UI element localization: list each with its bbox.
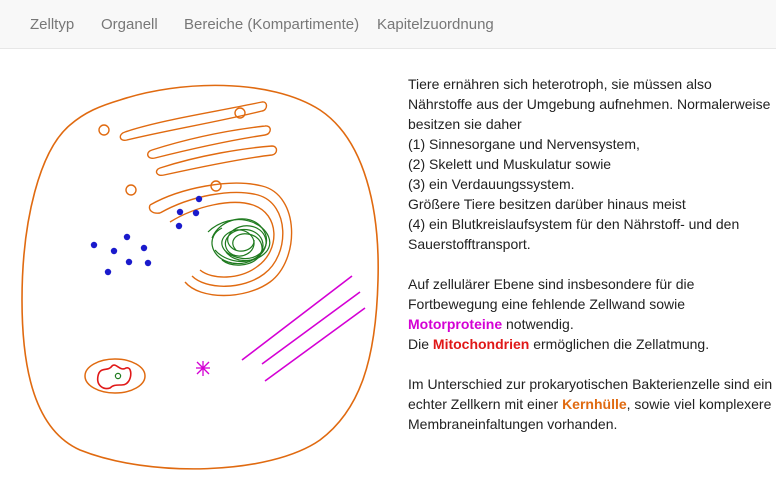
text-fragment: ermöglichen die Zellatmung.: [529, 336, 710, 352]
paragraph-prokaryote-comparison: Im Unterschied zur prokaryotischen Bakte…: [408, 374, 776, 434]
golgi-stacks: [98, 101, 278, 196]
text-line: Auf zellulärer Ebene sind insbesondere f…: [408, 276, 695, 292]
text-line: Tiere ernähren sich heterotroph, sie müs…: [408, 76, 712, 92]
mitochondrien-highlight: Mitochondrien: [432, 336, 530, 352]
text-fragment: , sowie viel komplexere: [626, 396, 772, 412]
paragraph-heterotroph: Tiere ernähren sich heterotroph, sie müs…: [408, 74, 776, 254]
text-fragment: notwendig.: [502, 316, 574, 332]
nav-item-bereiche[interactable]: Bereiche (Kompartimente): [184, 16, 360, 33]
text-line: Fortbewegung eine fehlende Zellwand sowi…: [408, 296, 686, 312]
text-line: (4) ein Blutkreislaufsystem für den Nähr…: [408, 216, 740, 232]
mitochondrion: [84, 358, 146, 394]
text-line: (2) Skelett und Muskulatur sowie: [408, 156, 612, 172]
cell-membrane: [21, 84, 379, 470]
nucleus-chromatin: [207, 218, 271, 266]
text-fragment: echter Zellkern mit einer: [408, 396, 563, 412]
text-line: Nährstoffe aus der Umgebung aufnehmen. N…: [408, 96, 771, 112]
nuclear-envelope: [148, 182, 293, 297]
description-panel: Tiere ernähren sich heterotroph, sie müs…: [408, 74, 776, 454]
text-line: (1) Sinnesorgane und Nervensystem,: [408, 136, 640, 152]
centrosome-icon: [196, 361, 210, 376]
text-fragment: Die: [408, 336, 433, 352]
nav-item-organell[interactable]: Organell: [101, 16, 158, 33]
paragraph-cellular-level: Auf zellulärer Ebene sind insbesondere f…: [408, 274, 776, 354]
animal-cell-illustration: [21, 84, 379, 470]
text-line: Sauerstofftransport.: [408, 236, 531, 252]
navbar: Zelltyp Organell Bereiche (Kompartimente…: [0, 0, 776, 49]
text-line: (3) ein Verdauungssystem.: [408, 176, 575, 192]
nav-item-kapitelzuordnung[interactable]: Kapitelzuordnung: [377, 16, 494, 33]
text-line: Im Unterschied zur prokaryotischen Bakte…: [408, 376, 773, 392]
motor-protein-filaments: [241, 275, 366, 382]
text-line: Membraneinfaltungen vorhanden.: [408, 416, 618, 432]
text-line: Größere Tiere besitzen darüber hinaus me…: [408, 196, 686, 212]
text-line: besitzen sie daher: [408, 116, 522, 132]
motorproteine-highlight: Motorproteine: [408, 316, 503, 332]
ribosomes: [90, 195, 203, 276]
nav-item-zelltyp[interactable]: Zelltyp: [30, 16, 75, 33]
kernhuelle-highlight: Kernhülle: [562, 396, 627, 412]
